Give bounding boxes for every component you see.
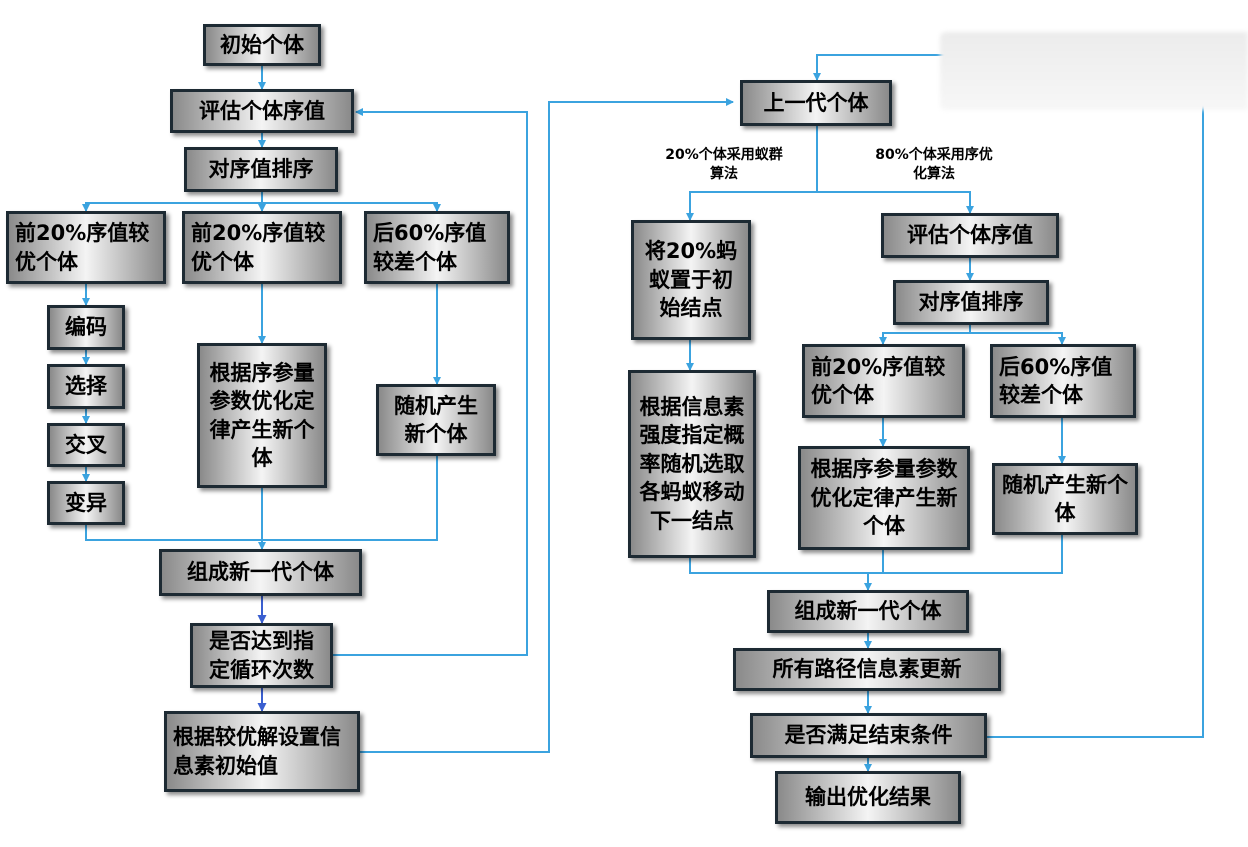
- node-initial-individuals: 初始个体: [203, 24, 321, 66]
- connector: [868, 535, 1063, 574]
- connector: [262, 456, 438, 541]
- node-evaluate-order: 评估个体序值: [170, 89, 354, 133]
- connector: [360, 98, 734, 753]
- node-top20-right: 前20%序值较优个体: [802, 344, 965, 418]
- node-order-param-left: 根据序参量参数优化定律产生新个体: [197, 343, 327, 488]
- node-evaluate-order-right: 评估个体序值: [881, 213, 1059, 258]
- connector: [970, 332, 1066, 345]
- node-end-check: 是否满足结束条件: [750, 713, 987, 758]
- node-encode: 编码: [47, 305, 125, 350]
- connector: [82, 192, 263, 212]
- node-loop-check: 是否达到指定循环次数: [190, 623, 333, 688]
- node-bottom60: 后60%序值较差个体: [364, 211, 510, 284]
- connector: [85, 525, 262, 541]
- label-order-optimization: 80%个体采用序优化算法: [875, 147, 993, 182]
- node-mutate: 变异: [47, 481, 125, 525]
- connector: [330, 108, 528, 656]
- node-random-new-left: 随机产生新个体: [376, 384, 496, 456]
- node-sort-order-right: 对序值排序: [893, 280, 1049, 325]
- node-random-new-right: 随机产生新个体: [992, 463, 1138, 535]
- node-bottom60-right: 后60%序值较差个体: [990, 344, 1136, 418]
- blurred-overlay: [940, 32, 1248, 110]
- node-output-result: 输出优化结果: [775, 771, 961, 824]
- connector: [817, 191, 974, 214]
- node-previous-generation: 上一代个体: [740, 80, 892, 126]
- connector: [879, 325, 971, 345]
- node-init-pheromone: 根据较优解设置信息素初始值: [164, 711, 360, 792]
- node-select: 选择: [47, 364, 125, 409]
- node-crossover: 交叉: [47, 423, 125, 467]
- node-new-generation-left: 组成新一代个体: [159, 549, 362, 596]
- node-order-param-right: 根据序参量参数优化定律产生新个体: [798, 446, 970, 550]
- node-top20-a: 前20%序值较优个体: [6, 211, 166, 284]
- connector: [689, 558, 868, 574]
- node-place-ants: 将20%蚂蚁置于初始结点: [631, 220, 751, 340]
- node-ant-move: 根据信息素强度指定概率随机选取各蚂蚁移动下一结点: [628, 370, 756, 558]
- connector: [262, 202, 441, 212]
- connector: [686, 126, 818, 221]
- node-new-generation-right: 组成新一代个体: [767, 590, 969, 633]
- node-top20-b: 前20%序值较优个体: [182, 211, 342, 284]
- node-update-pheromone: 所有路径信息素更新: [733, 648, 1001, 691]
- node-sort-order: 对序值排序: [184, 147, 338, 192]
- label-ant-colony: 20%个体采用蚁群算法: [665, 147, 783, 182]
